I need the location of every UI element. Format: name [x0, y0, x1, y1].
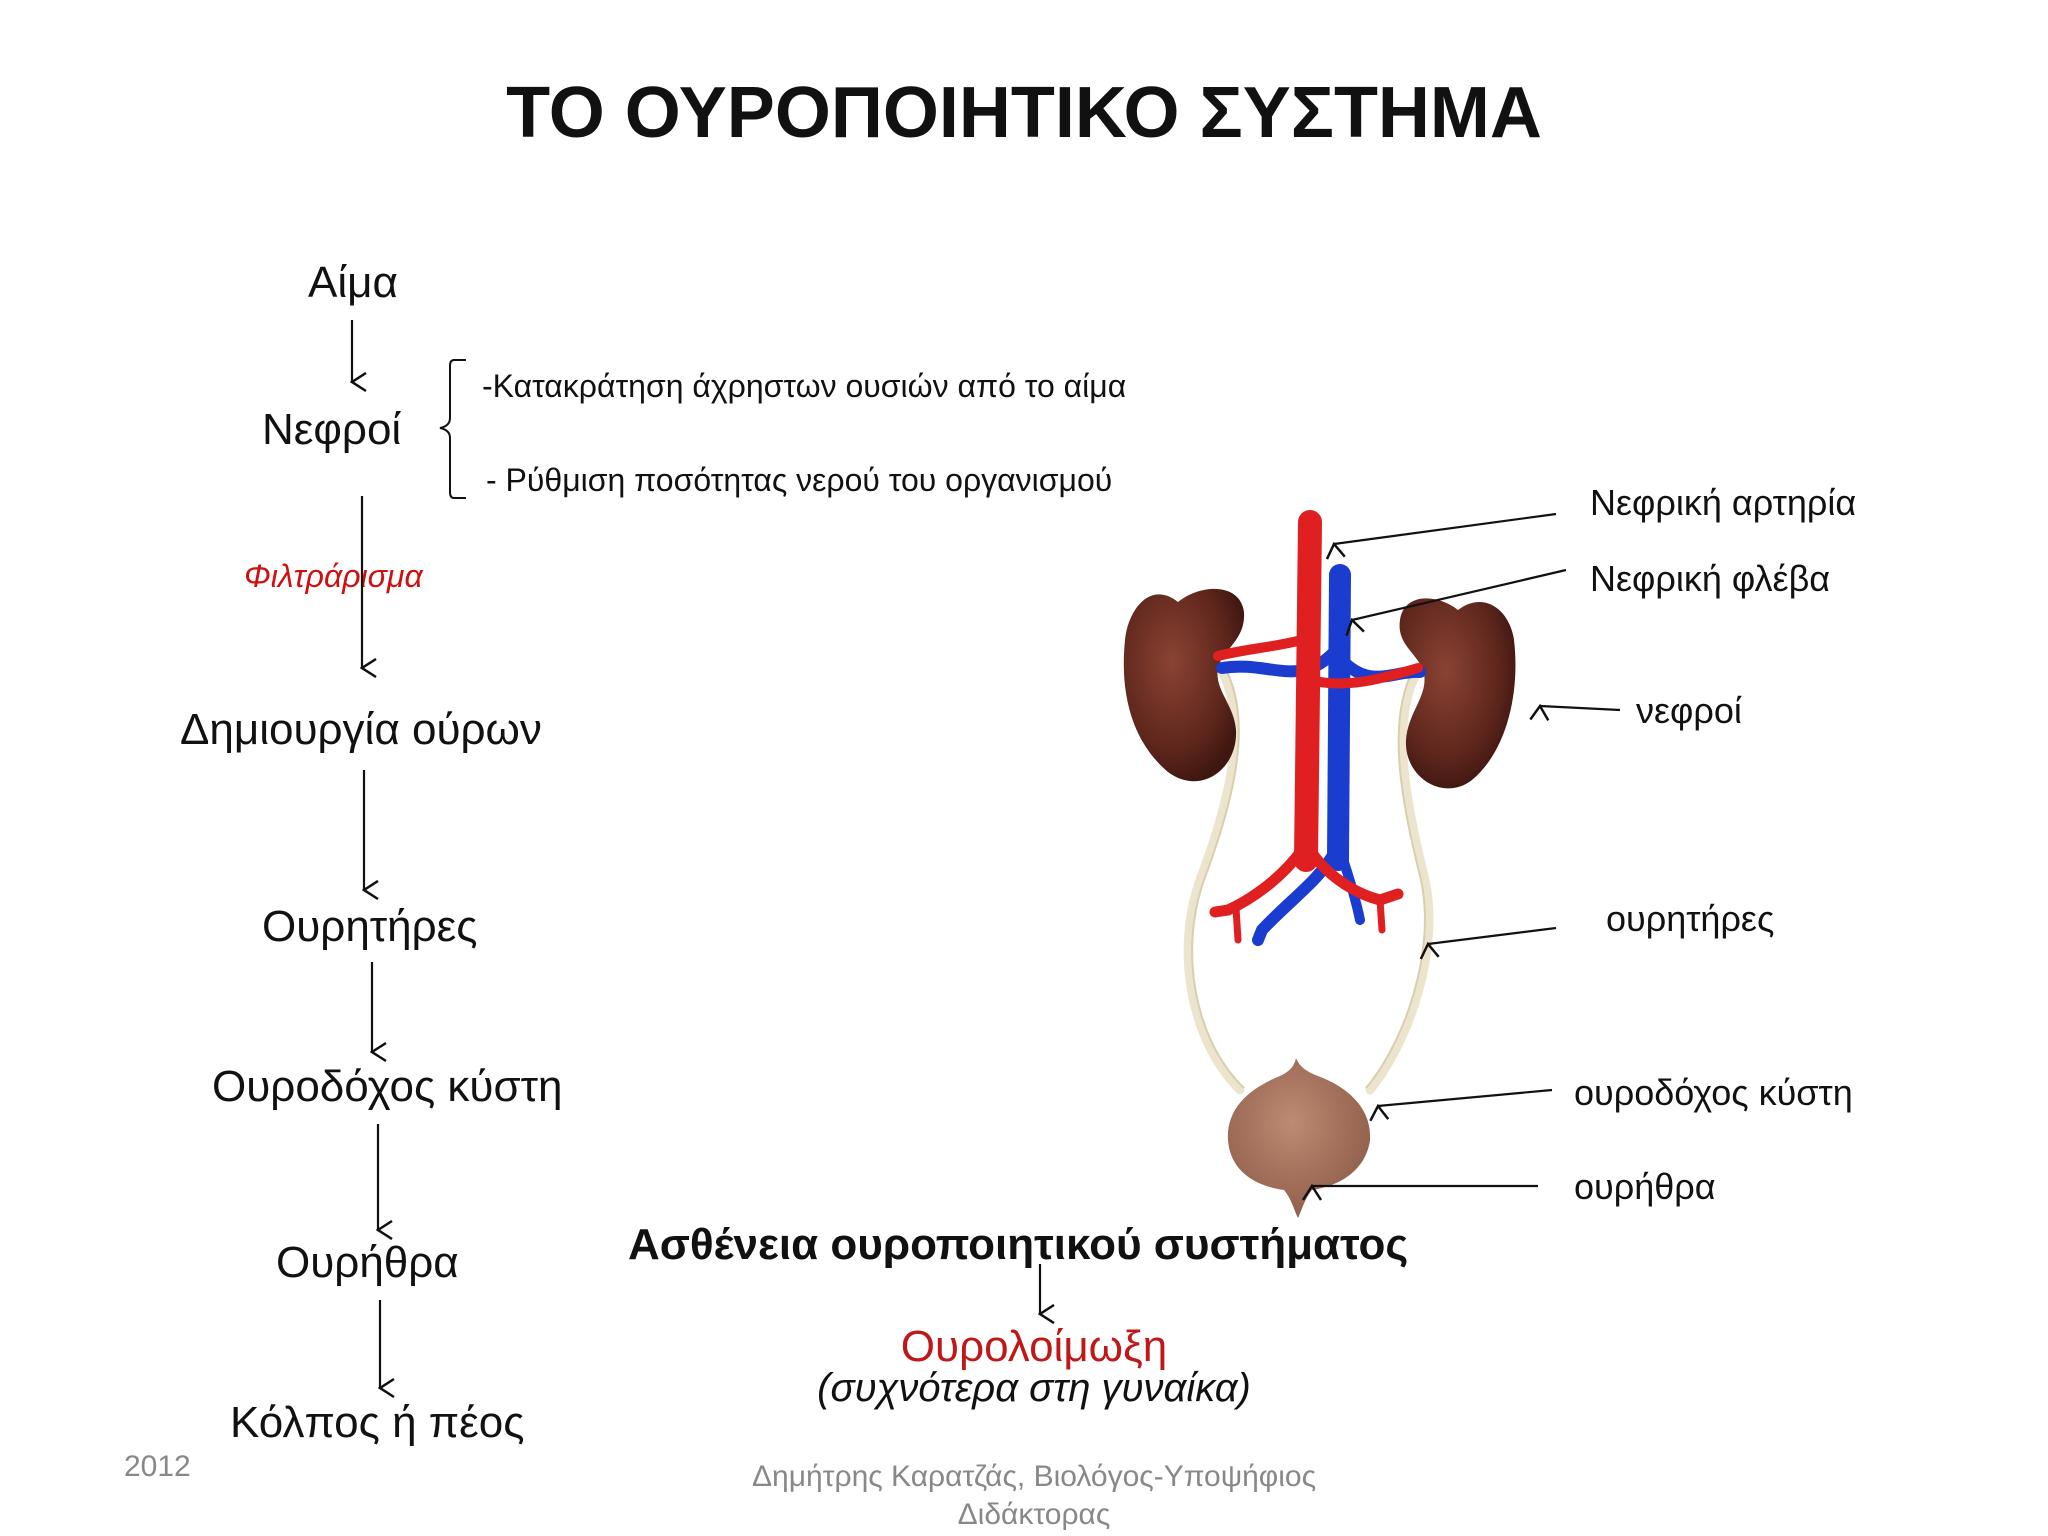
page-title: ΤΟ ΟΥΡΟΠΟΙΗΤΙΚΟ ΣΥΣΤΗΜΑ — [506, 73, 1542, 153]
flow-urine-creation: Δημιουργία ούρων — [180, 705, 542, 754]
kidney-function-2: - Ρύθμιση ποσότητας νερού του οργανισμού — [486, 462, 1113, 498]
label-kidneys: νεφροί — [1636, 690, 1742, 731]
flow-blood: Αίμα — [308, 258, 398, 307]
pointer-ureters — [1428, 926, 1557, 944]
kidney-function-1: -Κατακράτηση άχρηστων ουσιών από το αίμα — [482, 368, 1127, 404]
footer-author-line2: Διδάκτορας — [957, 1498, 1111, 1531]
renal-artery-illustration — [1209, 510, 1423, 944]
flow-filtering: Φιλτράρισμα — [244, 558, 423, 594]
disease-note: (συχνότερα στη γυναίκα) — [817, 1366, 1251, 1410]
pointer-renal-artery — [1334, 512, 1557, 544]
flow-kidneys: Νεφροί — [262, 405, 402, 454]
label-bladder: ουροδόχος κύστη — [1574, 1072, 1853, 1113]
pointer-renal-vein — [1352, 568, 1567, 620]
label-ureters: ουρητήρες — [1606, 898, 1775, 939]
flow-ureters: Ουρητήρες — [262, 902, 478, 951]
label-renal-vein: Νεφρική φλέβα — [1590, 558, 1831, 599]
footer-year: 2012 — [124, 1450, 191, 1483]
flow-bladder: Ουροδόχος κύστη — [212, 1062, 563, 1111]
kidney-functions-brace — [439, 359, 466, 499]
renal-vein-illustration — [1216, 564, 1426, 946]
footer-author-line1: Δημήτρης Καρατζάς, Βιολόγος-Υποψήφιος — [751, 1460, 1317, 1493]
disease-heading: Ασθένεια ουροποιητικού συστήματος — [628, 1220, 1409, 1269]
left-kidney — [1123, 588, 1245, 782]
flow-exit: Κόλπος ή πέος — [230, 1398, 525, 1447]
pointer-bladder — [1378, 1088, 1553, 1106]
bladder-illustration — [1227, 1058, 1371, 1218]
right-kidney — [1399, 598, 1516, 789]
disease-name: Ουρολοίμωξη — [900, 1322, 1168, 1371]
label-urethra: ουρήθρα — [1574, 1166, 1716, 1207]
label-renal-artery: Νεφρική αρτηρία — [1590, 482, 1857, 523]
flow-urethra: Ουρήθρα — [276, 1238, 459, 1287]
pointer-kidneys — [1540, 706, 1621, 710]
